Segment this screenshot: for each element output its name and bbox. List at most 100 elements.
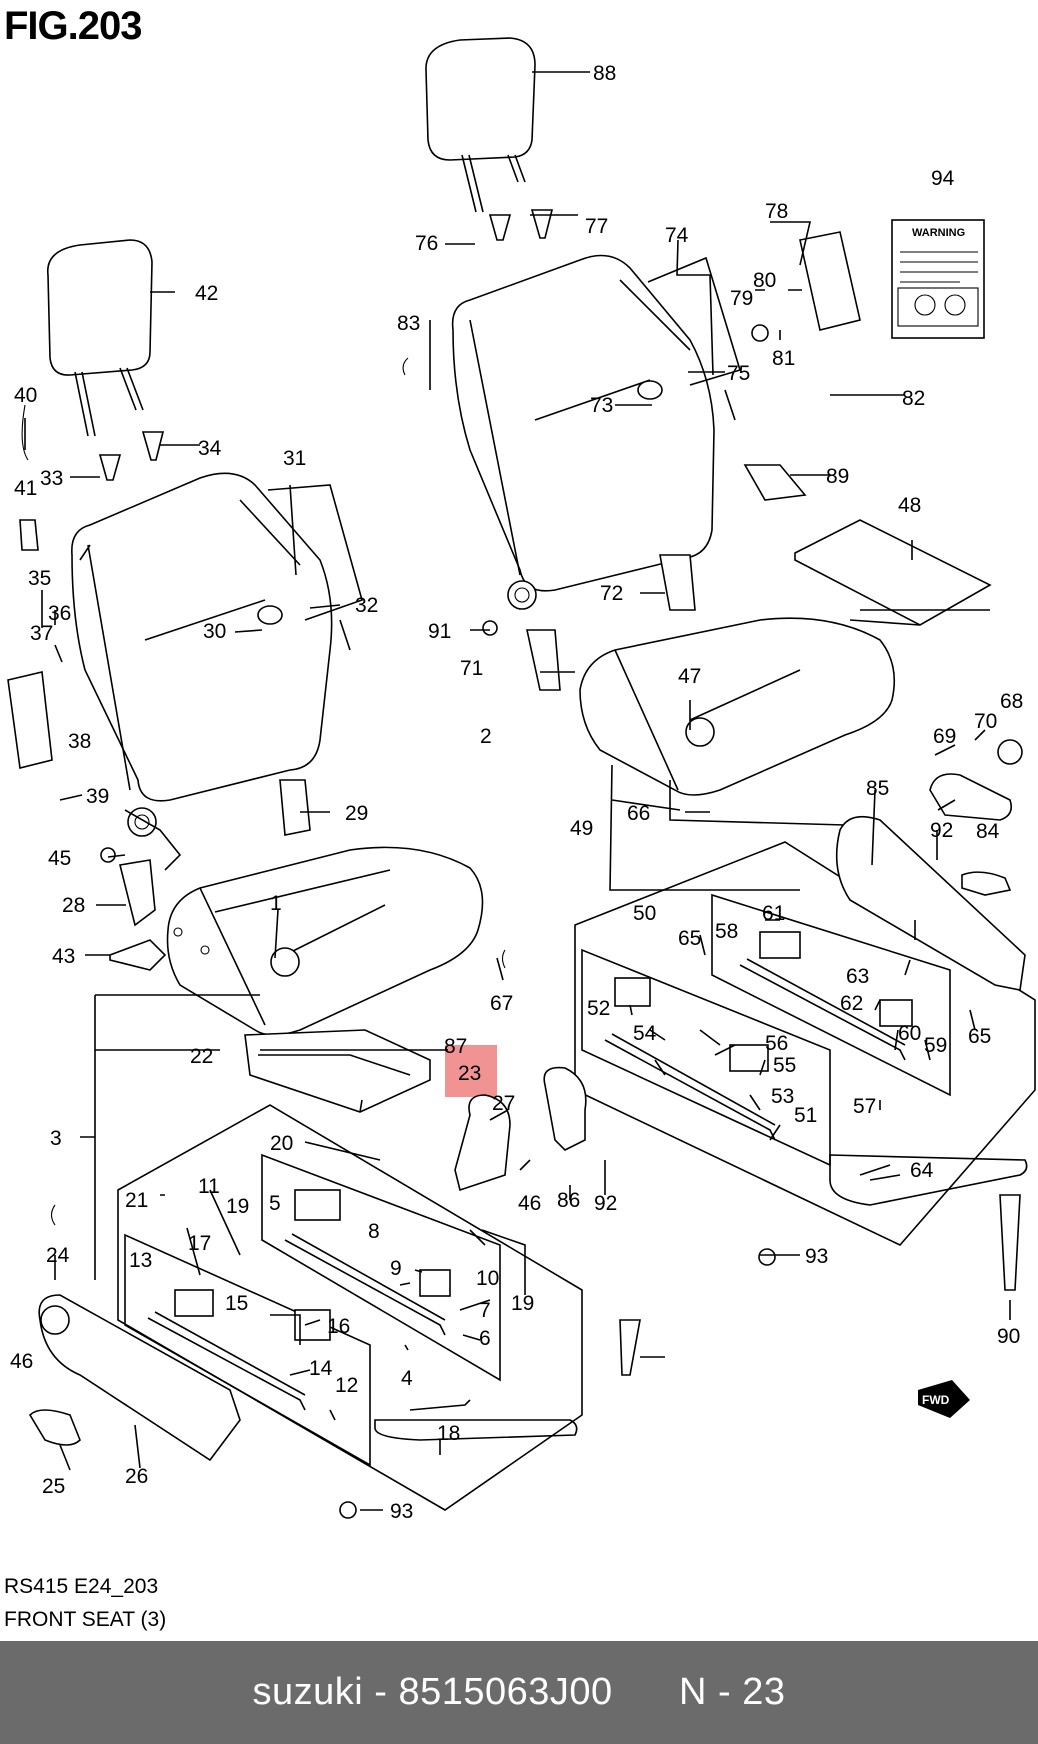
figure-caption: FRONT SEAT (3): [4, 1608, 167, 1631]
callout-8: 8: [368, 1220, 380, 1243]
callout-92: 92: [930, 819, 953, 842]
left-backrest: [71, 472, 363, 871]
callout-63: 63: [846, 965, 869, 988]
callout-46: 46: [10, 1350, 33, 1373]
brand-name: suzuki: [252, 1671, 364, 1713]
callout-labels: 1 2 3 4 5 6 7 8 9 10 11 12 13 14 15 16 1…: [10, 62, 1023, 1523]
callout-43: 43: [52, 945, 75, 968]
callout-12: 12: [335, 1374, 358, 1397]
callout-17: 17: [188, 1232, 211, 1255]
callout-33: 33: [40, 467, 63, 490]
figure-title: FIG.203: [4, 4, 143, 48]
callout-54: 54: [633, 1022, 657, 1045]
callout-34: 34: [198, 437, 222, 460]
callout-77: 77: [585, 215, 608, 238]
footer-separator: -: [363, 1671, 399, 1713]
callout-79: 79: [730, 287, 753, 310]
callout-11: 11: [198, 1175, 220, 1198]
callout-18: 18: [437, 1422, 460, 1445]
callout-58: 58: [715, 920, 738, 943]
callout-62: 62: [840, 992, 863, 1015]
callout-83: 83: [397, 312, 420, 335]
callout-67: 67: [490, 992, 513, 1015]
callout-66: 66: [627, 802, 650, 825]
callout-57: 57: [853, 1095, 876, 1118]
callout-51: 51: [794, 1104, 817, 1127]
callout-32: 32: [355, 594, 378, 617]
diagram-reference: N - 23: [679, 1671, 786, 1713]
callout-86: 86: [557, 1189, 580, 1212]
callout-48: 48: [898, 494, 921, 517]
callout-14: 14: [309, 1357, 333, 1380]
callout-85: 85: [866, 777, 889, 800]
callout-47: 47: [678, 665, 701, 688]
callout-7: 7: [479, 1299, 491, 1322]
callout-16: 16: [327, 1315, 350, 1338]
callout-20: 20: [270, 1132, 293, 1155]
callout-3: 3: [50, 1127, 62, 1150]
exploded-seat-diagram: WARNING FWD 1 2 3 4 5 6 7 8 9 10 11 12 1…: [7, 37, 1036, 1523]
callout-53: 53: [771, 1085, 794, 1108]
leader-lines: [24, 71, 1011, 1511]
callout-21: 21: [125, 1189, 148, 1212]
left-cushion: [166, 846, 484, 1036]
callout-52: 52: [587, 997, 610, 1020]
callout-6: 6: [479, 1327, 491, 1350]
callout-87: 87: [444, 1035, 467, 1058]
callout-36: 36: [48, 602, 71, 625]
callout-49: 49: [570, 817, 593, 840]
warning-label: WARNING: [891, 219, 985, 339]
callout-84: 84: [976, 820, 1000, 843]
small-parts: [7, 209, 1021, 1519]
callout-70: 70: [974, 710, 997, 733]
callout-2: 2: [480, 725, 492, 748]
callout-81: 81: [772, 347, 795, 370]
part-number: 8515063J00: [398, 1671, 613, 1713]
callout-92b: 92: [594, 1192, 617, 1215]
callout-89: 89: [826, 465, 849, 488]
callout-5: 5: [269, 1192, 281, 1215]
callout-19: 19: [226, 1195, 249, 1218]
left-side-trim: [28, 1294, 241, 1462]
callout-50: 50: [633, 902, 656, 925]
right-headrest: [425, 37, 536, 213]
callout-40: 40: [14, 384, 37, 407]
right-cushion: [579, 617, 896, 826]
footer-gap: [613, 1671, 679, 1714]
callout-91: 91: [428, 620, 451, 643]
callout-73: 73: [590, 394, 613, 417]
callout-76: 76: [415, 232, 438, 255]
callout-38: 38: [68, 730, 91, 753]
svg-text:WARNING: WARNING: [912, 227, 965, 239]
callout-82: 82: [902, 387, 925, 410]
callout-29: 29: [345, 802, 368, 825]
left-rail-tray: [117, 1104, 583, 1511]
callout-72: 72: [600, 582, 623, 605]
figure-code: RS415 E24_203: [4, 1575, 159, 1598]
callout-74: 74: [665, 224, 689, 247]
fwd-badge: FWD: [918, 1380, 970, 1418]
callout-56: 56: [765, 1032, 788, 1055]
callout-30: 30: [203, 620, 226, 643]
right-backrest: [451, 254, 741, 610]
callout-28: 28: [62, 894, 85, 917]
callout-65b: 65: [968, 1025, 991, 1048]
callout-15: 15: [225, 1292, 248, 1315]
callout-25: 25: [42, 1475, 65, 1498]
svg-text:FWD: FWD: [922, 1393, 950, 1407]
callout-19b: 19: [511, 1292, 534, 1315]
callout-55: 55: [773, 1054, 796, 1077]
callout-65: 65: [678, 927, 701, 950]
callout-64: 64: [910, 1159, 934, 1182]
callout-1: 1: [270, 892, 282, 915]
callout-45: 45: [48, 847, 71, 870]
callout-80: 80: [753, 269, 776, 292]
callout-42: 42: [195, 282, 218, 305]
right-undercover: [794, 519, 992, 626]
callout-24: 24: [46, 1244, 70, 1267]
callout-59: 59: [924, 1034, 947, 1057]
callout-71: 71: [460, 657, 483, 680]
left-headrest: [47, 239, 153, 437]
callout-46b: 46: [518, 1192, 541, 1215]
callout-22: 22: [190, 1045, 213, 1068]
